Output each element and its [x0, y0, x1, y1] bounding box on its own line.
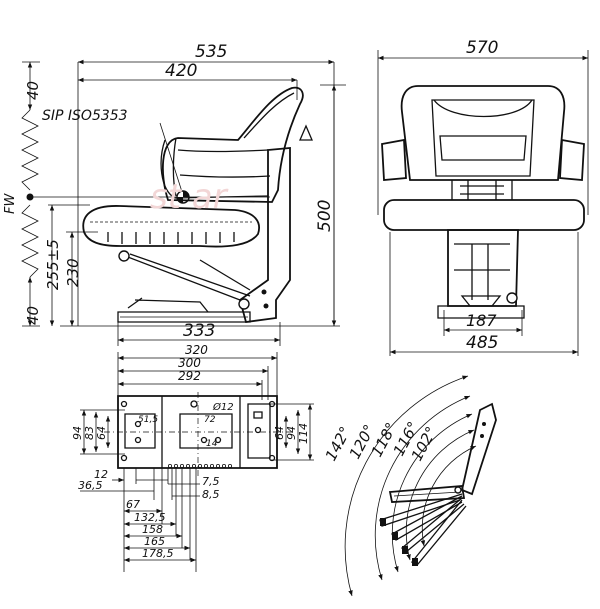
dim-420: 420 — [165, 61, 197, 81]
dim-255: 255±5 — [44, 239, 62, 290]
dim-570: 570 — [466, 38, 498, 58]
dim-36-5: 36,5 — [78, 479, 103, 492]
front-view: 570 187 485 — [377, 38, 589, 356]
dim-7-5: 7,5 — [202, 475, 220, 488]
dim-292: 292 — [178, 369, 201, 383]
dim-d12: Ø12 — [212, 401, 234, 413]
dim-51-5: 51,5 — [138, 415, 158, 425]
sip-label: SIP ISO5353 — [42, 108, 128, 124]
base-plate — [117, 395, 278, 469]
suspension-spring-lower — [21, 204, 39, 278]
dim-14: 14 — [206, 439, 218, 449]
recline-view: 142° 120° 118° 116° 102° — [322, 375, 497, 597]
dim-40-bottom: 40 — [24, 306, 42, 325]
dim-94-right: 94 — [285, 426, 298, 440]
dim-40-top: 40 — [24, 81, 42, 100]
dim-64-left: 64 — [95, 426, 108, 440]
seat-frame — [238, 147, 291, 323]
dim-8-5: 8,5 — [202, 488, 220, 501]
recline-seat — [388, 485, 466, 503]
recline-backrest-positions — [379, 493, 467, 565]
dim-132-5: 132,5 — [134, 511, 166, 524]
dim-67: 67 — [126, 498, 140, 511]
base-plate-view: 320 300 292 51,5 72 — [71, 343, 314, 572]
dim-485: 485 — [466, 333, 498, 353]
recline-backrest-upright — [460, 402, 497, 496]
dim-187: 187 — [466, 311, 497, 330]
backrest — [162, 86, 304, 203]
dim-12: 12 — [94, 468, 108, 481]
watermark: st ar — [150, 177, 229, 217]
front-backrest — [400, 85, 566, 181]
front-seat — [383, 199, 585, 231]
dim-94-left: 94 — [71, 426, 84, 440]
angle-142: 142° — [322, 424, 355, 464]
dim-165: 165 — [144, 535, 165, 548]
dim-64-right: 64 — [273, 426, 286, 440]
dim-230: 230 — [64, 258, 82, 287]
suspension-spring-upper — [21, 109, 39, 191]
dim-178-5: 178,5 — [142, 547, 174, 560]
dim-114: 114 — [297, 423, 310, 444]
dim-320: 320 — [185, 343, 208, 357]
dim-333: 333 — [183, 321, 215, 341]
dim-535: 535 — [195, 42, 227, 62]
dim-158: 158 — [142, 523, 163, 536]
hole-row — [167, 463, 232, 468]
dim-83: 83 — [83, 426, 96, 440]
fw-label: FW — [3, 193, 18, 214]
dim-500: 500 — [315, 200, 335, 232]
seat-cushion — [82, 205, 260, 248]
dim-300: 300 — [178, 356, 201, 370]
dim-72: 72 — [204, 415, 216, 425]
seat-rails — [117, 311, 251, 323]
side-view: 535 420 500 40 40 FW 255±5 230 SIP ISO53… — [3, 42, 346, 346]
seat-ribs — [107, 232, 235, 244]
